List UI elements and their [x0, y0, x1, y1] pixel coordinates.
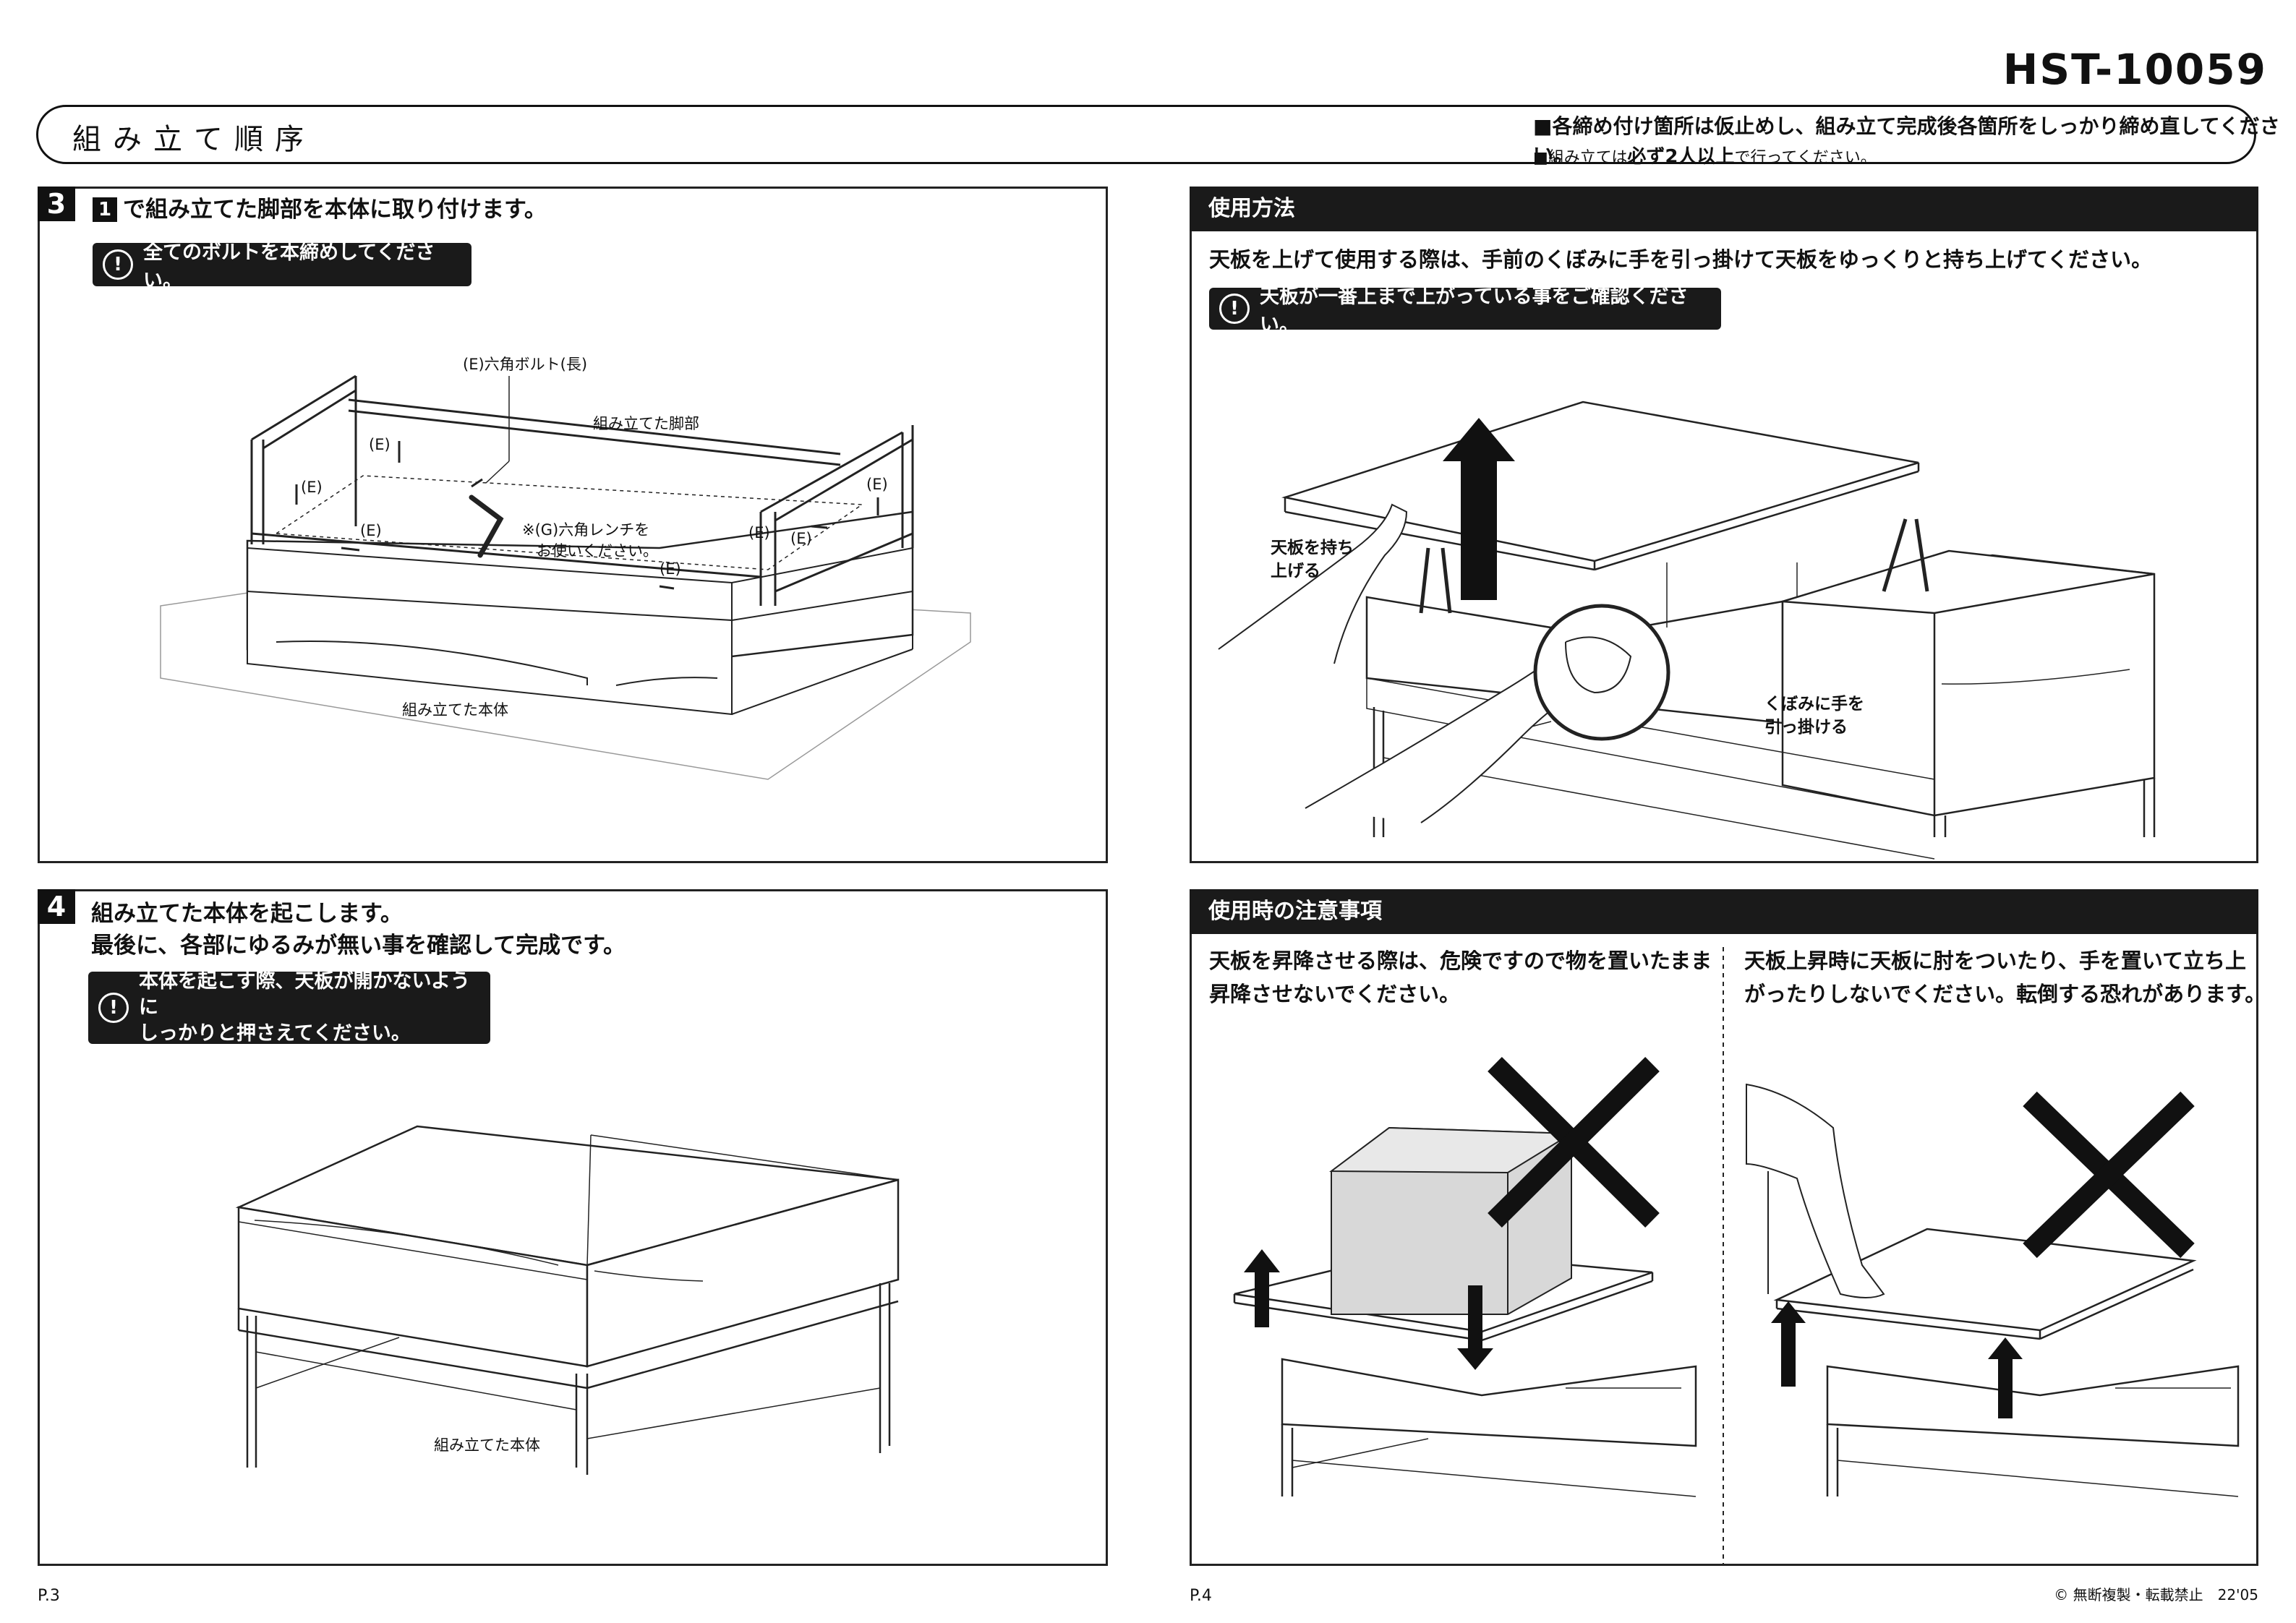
- step4-title-1: 組み立てた本体を起こします。: [91, 901, 403, 927]
- step3-number: 3: [38, 187, 75, 221]
- step4-warning: !本体を起こす際、天板が開かないようにしっかりと押さえてください。: [88, 970, 490, 1045]
- label-wrench-1: ※(G)六角レンチを: [522, 521, 650, 539]
- usage-illustration: [1218, 401, 2156, 860]
- label-step4-body: 組み立てた本体: [434, 1436, 540, 1454]
- label-assembled-body: 組み立てた本体: [402, 701, 508, 719]
- label-wrench-2: お使いください。: [537, 542, 658, 560]
- label-bolt-e7: (E): [660, 560, 681, 578]
- step4-illustration: [235, 1125, 900, 1475]
- usage-heading: 使用方法: [1190, 187, 2258, 231]
- step3-warning: !全てのボルトを本締めしてください。: [93, 241, 471, 292]
- label-bolt-e3: (E): [360, 522, 382, 539]
- caution-left-text: 天板を昇降させる際は、危険ですので物を置いたまま昇降させないでください。: [1209, 948, 1712, 1006]
- label-bolt-e2: (E): [301, 479, 323, 496]
- exclamation-icon: !: [98, 993, 129, 1023]
- label-bolt-long: (E)六角ボルト(長): [463, 356, 588, 373]
- header-note-two-people: ■組み立ては必ず2人以上で行ってください。: [1533, 146, 1877, 168]
- header-note-tighten: ■各締め付け箇所は仮止めし、組み立て完成後各箇所をしっかり締め直してください。: [1533, 114, 2280, 167]
- usage-text: 天板を上げて使用する際は、手前のくぼみに手を引っ掛けて天板をゆっくりと持ち上げて…: [1209, 247, 2153, 272]
- step4-number: 4: [38, 889, 75, 924]
- exclamation-icon: !: [103, 249, 133, 280]
- step4-title-2: 最後に、各部にゆるみが無い事を確認して完成です。: [91, 933, 626, 959]
- label-bolt-e5: (E): [748, 524, 770, 541]
- label-hook-hand: くぼみに手を引っ掛ける: [1764, 695, 1864, 737]
- page-number-left: P.3: [38, 1587, 60, 1605]
- header-bar: [36, 105, 2256, 164]
- usage-warning: !天板が一番上まで上がっている事をご確認ください。: [1209, 286, 1721, 336]
- label-bolt-e4: (E): [866, 476, 888, 493]
- model-number: HST-10059: [2002, 45, 2267, 94]
- cautions-illustration: [1233, 947, 2240, 1566]
- exclamation-icon: !: [1219, 294, 1250, 324]
- label-assembled-legs: 組み立てた脚部: [593, 415, 699, 432]
- step3-illustration: [160, 374, 971, 780]
- page-title: 組み立て順序: [72, 123, 315, 156]
- step1-ref-badge: 1: [93, 197, 117, 222]
- caution-right-text: 天板上昇時に天板に肘をついたり、手を置いて立ち上がったりしないでください。転倒す…: [1744, 948, 2266, 1006]
- cautions-heading: 使用時の注意事項: [1190, 889, 2258, 934]
- label-bolt-e6: (E): [790, 530, 812, 547]
- page-number-right: P.4: [1190, 1587, 1212, 1605]
- label-bolt-e1: (E): [369, 436, 391, 453]
- copyright: © 無断複製・転載禁止 22'05: [2054, 1586, 2258, 1603]
- step3-panel: [38, 187, 1108, 863]
- label-lift-top: 天板を持ち上げる: [1271, 539, 1354, 581]
